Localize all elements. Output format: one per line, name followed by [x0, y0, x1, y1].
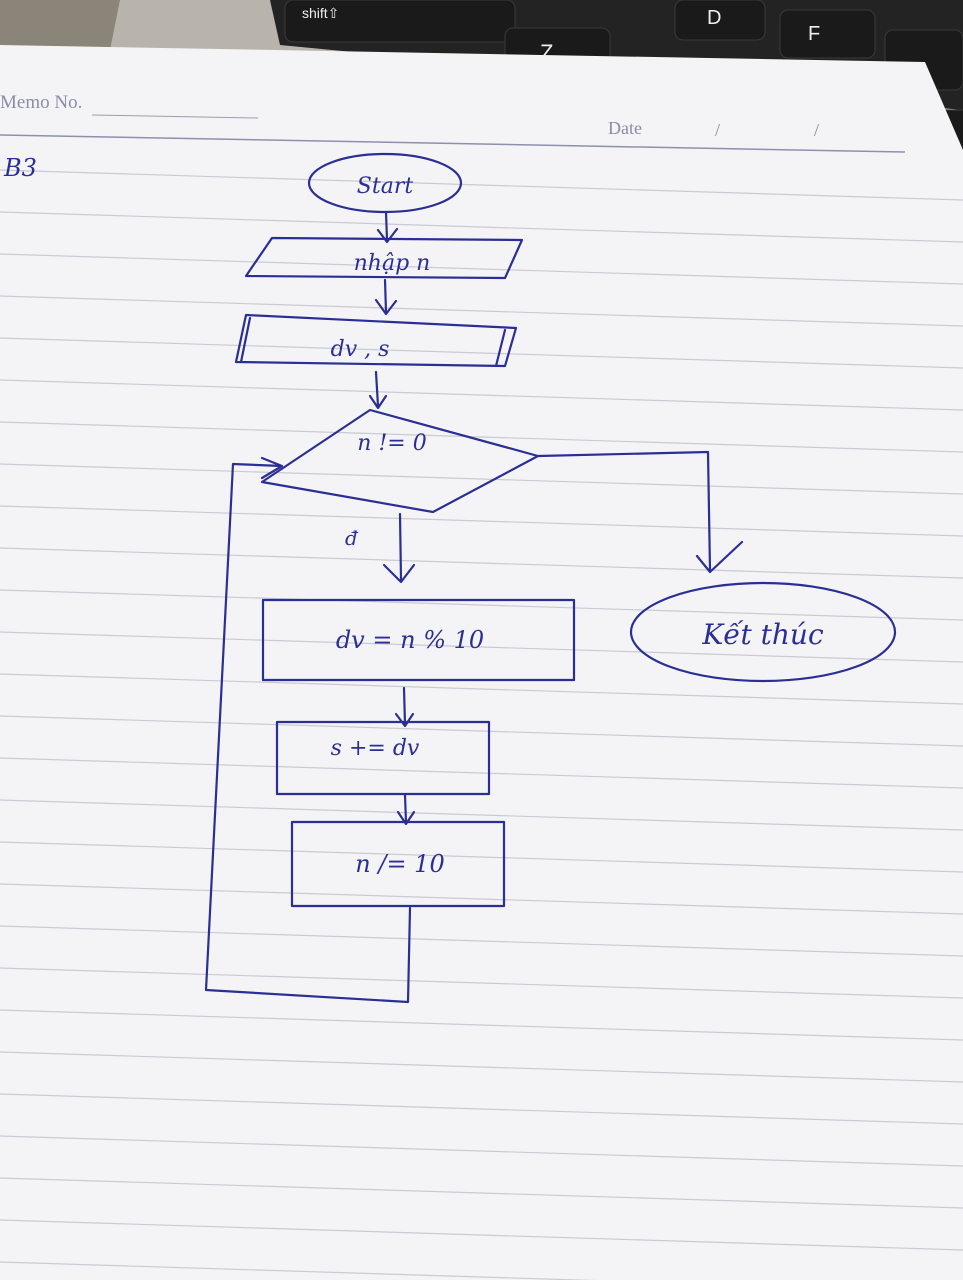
key-shift [284, 0, 516, 43]
input-label: nhập n [354, 251, 431, 276]
ruled-line [0, 841, 963, 873]
condition-diamond [260, 408, 540, 514]
input-box [244, 236, 524, 280]
ruled-line [0, 1135, 963, 1167]
header-rule [0, 134, 906, 153]
key-d-label: D [707, 7, 721, 29]
ruled-line [0, 925, 963, 957]
end-terminal [629, 581, 897, 683]
ruled-line [0, 463, 963, 495]
arrow-input-to-declare [374, 278, 398, 316]
ruled-line [0, 883, 963, 915]
ruled-line [0, 715, 963, 747]
ruled-line [0, 253, 963, 285]
ruled-line [0, 211, 963, 243]
ruled-line [0, 799, 963, 831]
memo-underline [91, 114, 259, 119]
ruled-lines [0, 169, 963, 1280]
date-separator-1: / [715, 120, 720, 140]
arrow-step2-to-step3 [396, 793, 416, 826]
declare-box [234, 313, 518, 368]
declare-box-edge [239, 316, 507, 368]
ruled-line [0, 295, 963, 327]
ruled-line [0, 379, 963, 411]
notebook-paper [0, 45, 963, 1280]
key-shift-label: shift⇧ [302, 5, 339, 21]
date-separator-2: / [814, 120, 819, 140]
step-divide-box [290, 820, 506, 908]
step-modulo-label: dv = n % 10 [336, 626, 484, 654]
key-f-label: F [808, 23, 820, 45]
arrow-step1-to-step2 [394, 686, 415, 728]
ruled-line [0, 505, 963, 537]
step-sum-label: s += dv [331, 736, 420, 761]
ruled-line [0, 547, 963, 579]
step-sum-box [275, 720, 491, 796]
key-d [674, 0, 766, 41]
end-label: Kết thúc [701, 618, 824, 651]
arrow-start-to-input [376, 210, 399, 244]
ruled-line [0, 1009, 963, 1041]
true-branch-label: đ [345, 526, 359, 550]
ruled-line [0, 337, 963, 369]
ruled-line [0, 1261, 598, 1280]
ruled-line [0, 631, 963, 663]
loop-back-arrow [204, 456, 412, 1004]
key-f [779, 9, 876, 59]
step-modulo-box [261, 598, 576, 682]
ruled-line [0, 1177, 963, 1209]
declare-label: dv , s [331, 337, 390, 362]
ruled-line [0, 1051, 963, 1083]
start-label: Start [357, 174, 414, 199]
step-divide-label: n /= 10 [355, 850, 444, 878]
arrow-condition-to-end [536, 450, 744, 574]
exercise-label: B3 [3, 154, 37, 182]
arrow-condition-to-step1 [382, 512, 416, 584]
ruled-line [0, 967, 963, 999]
condition-label: n != 0 [357, 431, 426, 456]
ruled-line [0, 169, 963, 201]
ruled-line [0, 589, 963, 621]
ruled-line [0, 1093, 963, 1125]
date-label: Date [608, 118, 642, 138]
memo-label: Memo No. [0, 92, 82, 113]
arrow-declare-to-condition [368, 370, 388, 410]
ruled-line [0, 757, 963, 789]
ruled-line [0, 421, 963, 453]
flowchart: Start nhập n dv , s n != 0 đ dv = n % 10… [204, 152, 897, 1004]
ruled-line [0, 673, 963, 705]
ruled-line [0, 1219, 963, 1251]
